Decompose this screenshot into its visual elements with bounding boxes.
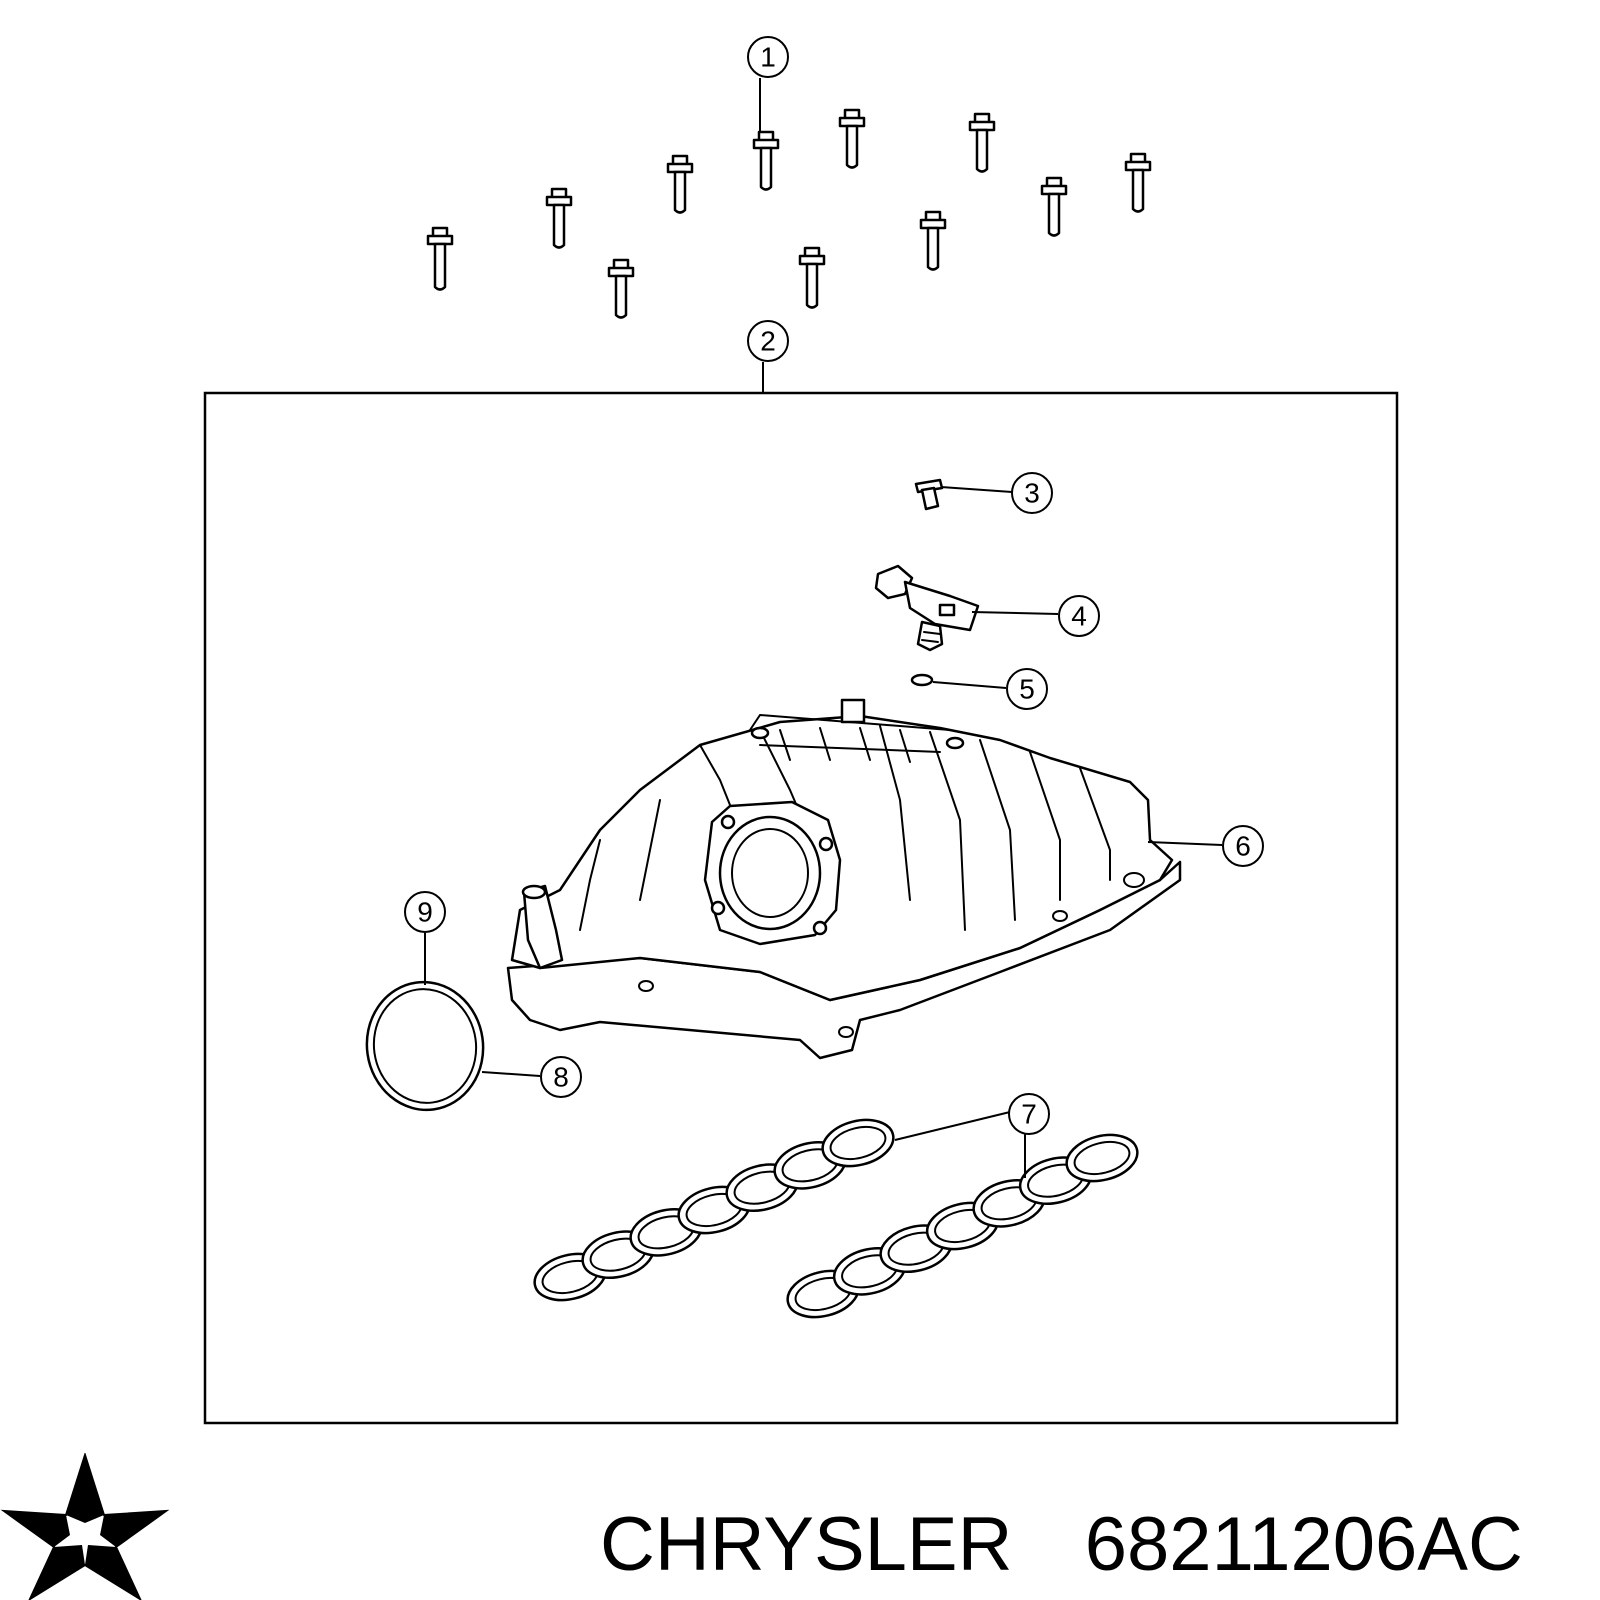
callout-1[interactable]: 1 [747, 36, 789, 132]
assembly-frame [203, 391, 1399, 1425]
ring-gasket-part [365, 980, 485, 1112]
callout-8[interactable]: 8 [481, 1056, 582, 1098]
bolt-icon [919, 210, 947, 271]
bolts-group [426, 108, 1152, 319]
gasket-port-opening [829, 1125, 887, 1161]
callout-2[interactable]: 2 [203, 320, 1399, 1425]
footer-title: CHRYSLER 68211206AC [600, 1495, 1590, 1595]
callout-7[interactable]: 7 [894, 1093, 1050, 1178]
gasket-port-ring [821, 1118, 895, 1168]
callout-9-number: 9 [417, 897, 433, 928]
bolt-icon [666, 154, 694, 214]
brand-name: CHRYSLER [600, 1502, 1013, 1587]
bolt-icon [798, 246, 826, 309]
gasket-right-part [786, 1133, 1139, 1319]
callout-2-number: 2 [760, 326, 776, 357]
screw-part [914, 478, 944, 511]
callout-3-number: 3 [1024, 478, 1040, 509]
gasket-port-opening [1073, 1140, 1131, 1176]
gasket-port-ring [1065, 1133, 1139, 1183]
callout-9[interactable]: 9 [404, 891, 446, 985]
callout-1-number: 1 [760, 42, 776, 73]
bolt-icon [426, 226, 454, 291]
callout-6[interactable]: 6 [1147, 825, 1264, 867]
bolt-icon [968, 112, 996, 173]
callout-5-number: 5 [1019, 674, 1035, 705]
bolt-icon [607, 258, 635, 319]
part-number: 68211206AC [1084, 1502, 1523, 1587]
bolt-icon [1040, 176, 1068, 237]
callout-5[interactable]: 5 [932, 668, 1048, 710]
pentastar-logo-icon [0, 1453, 170, 1600]
gasket-left-part [533, 1118, 895, 1302]
intake-manifold-part [506, 698, 1182, 1060]
bolt-icon [545, 187, 573, 249]
sensor-part [874, 564, 980, 652]
callout-7-number: 7 [1021, 1099, 1037, 1130]
callout-8-number: 8 [553, 1062, 569, 1093]
callout-3[interactable]: 3 [940, 472, 1053, 514]
bolt-icon [1124, 152, 1152, 213]
callout-6-number: 6 [1235, 831, 1251, 862]
callout-4-number: 4 [1071, 601, 1087, 632]
bolt-icon [752, 130, 780, 191]
bolt-icon [838, 108, 866, 169]
callout-4[interactable]: 4 [971, 595, 1100, 637]
o-ring-part [910, 673, 934, 687]
